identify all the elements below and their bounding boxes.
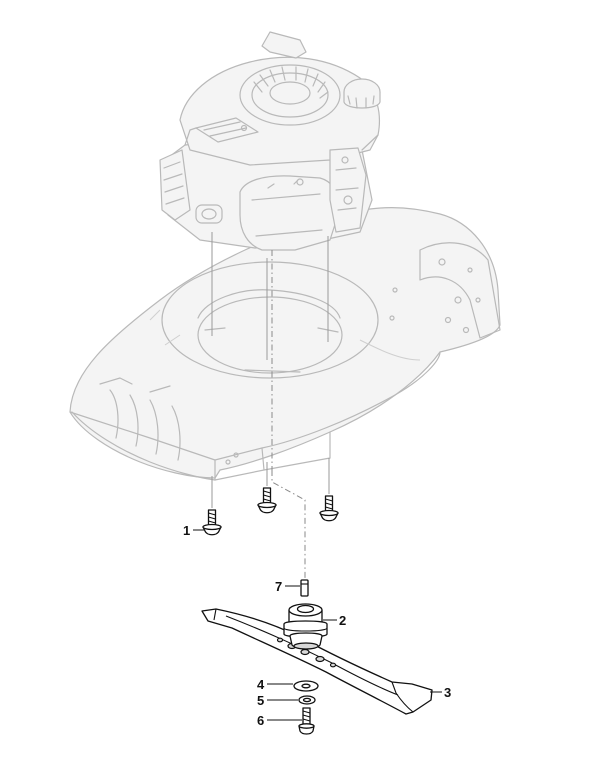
callout-6: 6 <box>257 713 264 728</box>
deck-screw-center <box>257 487 277 514</box>
deck-screw-right <box>319 495 339 522</box>
callout-leaders <box>193 529 442 721</box>
spring-washer <box>298 695 316 705</box>
callout-5: 5 <box>257 693 264 708</box>
callout-7: 7 <box>275 579 282 594</box>
washer <box>293 680 319 692</box>
engine <box>159 31 381 251</box>
callout-4: 4 <box>257 677 265 692</box>
shaft-key <box>300 579 309 597</box>
callout-3: 3 <box>444 685 451 700</box>
callouts: 1 2 3 4 5 6 7 <box>183 523 451 728</box>
mower-deck <box>69 207 501 481</box>
blade-bolt <box>298 707 315 735</box>
callout-2: 2 <box>339 613 346 628</box>
alignment-lines <box>211 232 330 592</box>
blade-adapter <box>283 603 328 650</box>
deck-screw-left <box>202 509 222 536</box>
callout-1: 1 <box>183 523 190 538</box>
